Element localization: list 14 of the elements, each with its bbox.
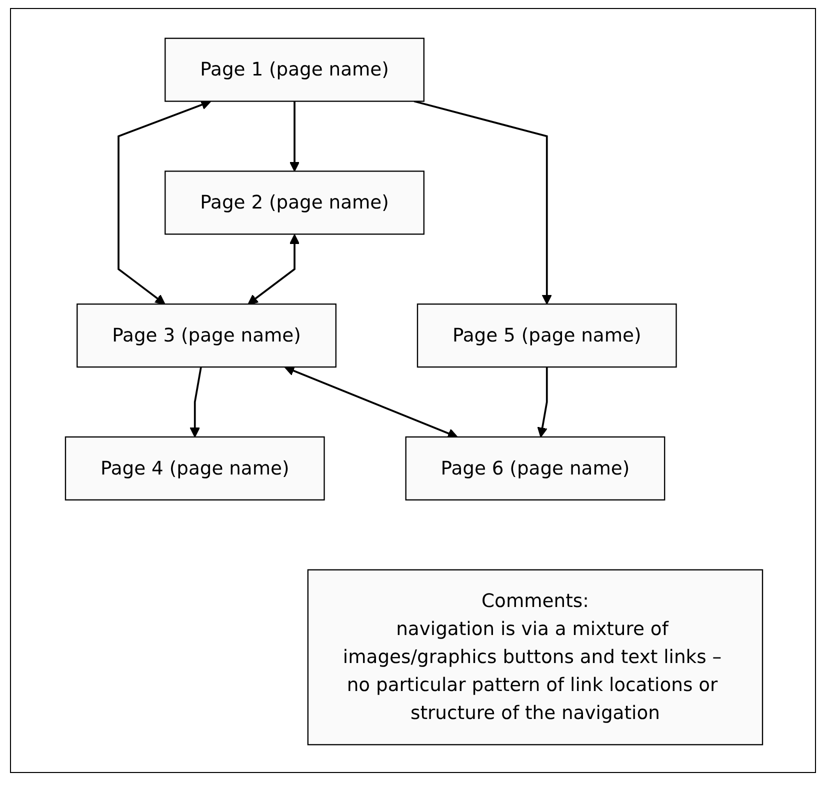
node-box: Page 1 (page name): [164, 38, 424, 102]
node-box: Page 3 (page name): [76, 304, 336, 368]
node-box: Page 4 (page name): [64, 436, 325, 500]
node-box: Page 2 (page name): [164, 170, 424, 235]
arrow: [248, 234, 300, 305]
node-box: Page 6 (page name): [405, 436, 666, 500]
arrow: [284, 366, 458, 438]
arrow: [190, 366, 202, 438]
node-box: Page 5 (page name): [416, 304, 677, 368]
arrow: [289, 101, 300, 172]
arrow: [414, 100, 552, 305]
arrow: [537, 367, 548, 438]
arrow: [118, 100, 212, 305]
node-box: Comments: navigation is via a mixture of images/graphics buttons and text links – no particular pattern of link locations or structure of the navigation: [307, 569, 764, 746]
